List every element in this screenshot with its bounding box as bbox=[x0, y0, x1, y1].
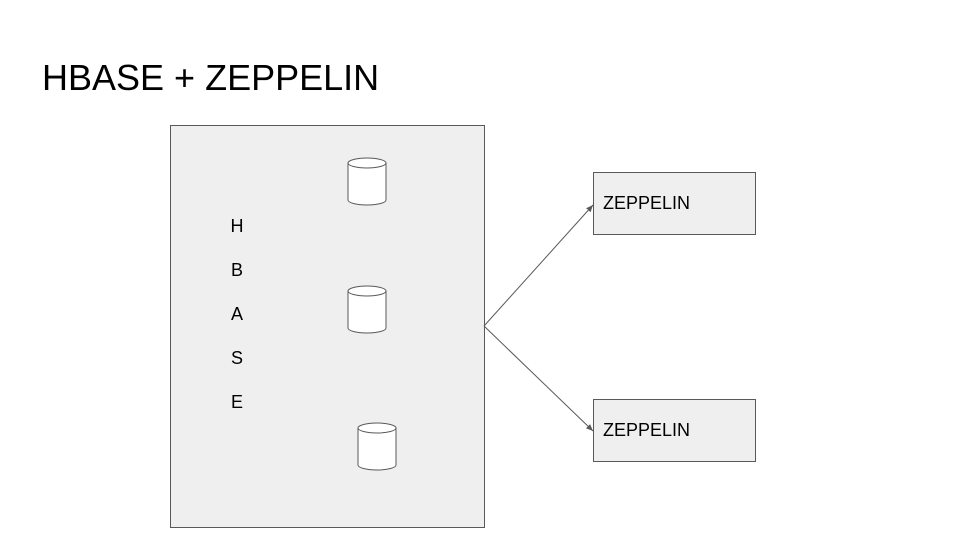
hbase-vertical-label: H B A S E bbox=[229, 212, 245, 432]
hbase-letter: S bbox=[230, 348, 243, 368]
zeppelin-box-bottom: ZEPPELIN bbox=[593, 399, 756, 462]
database-icon bbox=[347, 157, 387, 206]
arrow-to-top-zeppelin bbox=[483, 204, 594, 327]
hbase-box: H B A S E bbox=[170, 125, 485, 528]
database-icon bbox=[357, 422, 397, 471]
hbase-letter: A bbox=[230, 304, 243, 324]
zeppelin-label: ZEPPELIN bbox=[603, 193, 691, 213]
arrow-to-bottom-zeppelin bbox=[483, 325, 594, 432]
database-icon bbox=[347, 285, 387, 334]
hbase-letter: H bbox=[230, 216, 244, 236]
zeppelin-label: ZEPPELIN bbox=[603, 420, 691, 440]
hbase-letter: B bbox=[230, 260, 243, 280]
hbase-letter: E bbox=[230, 392, 243, 412]
zeppelin-box-top: ZEPPELIN bbox=[593, 172, 756, 235]
slide-title: HBASE + ZEPPELIN bbox=[42, 57, 380, 98]
